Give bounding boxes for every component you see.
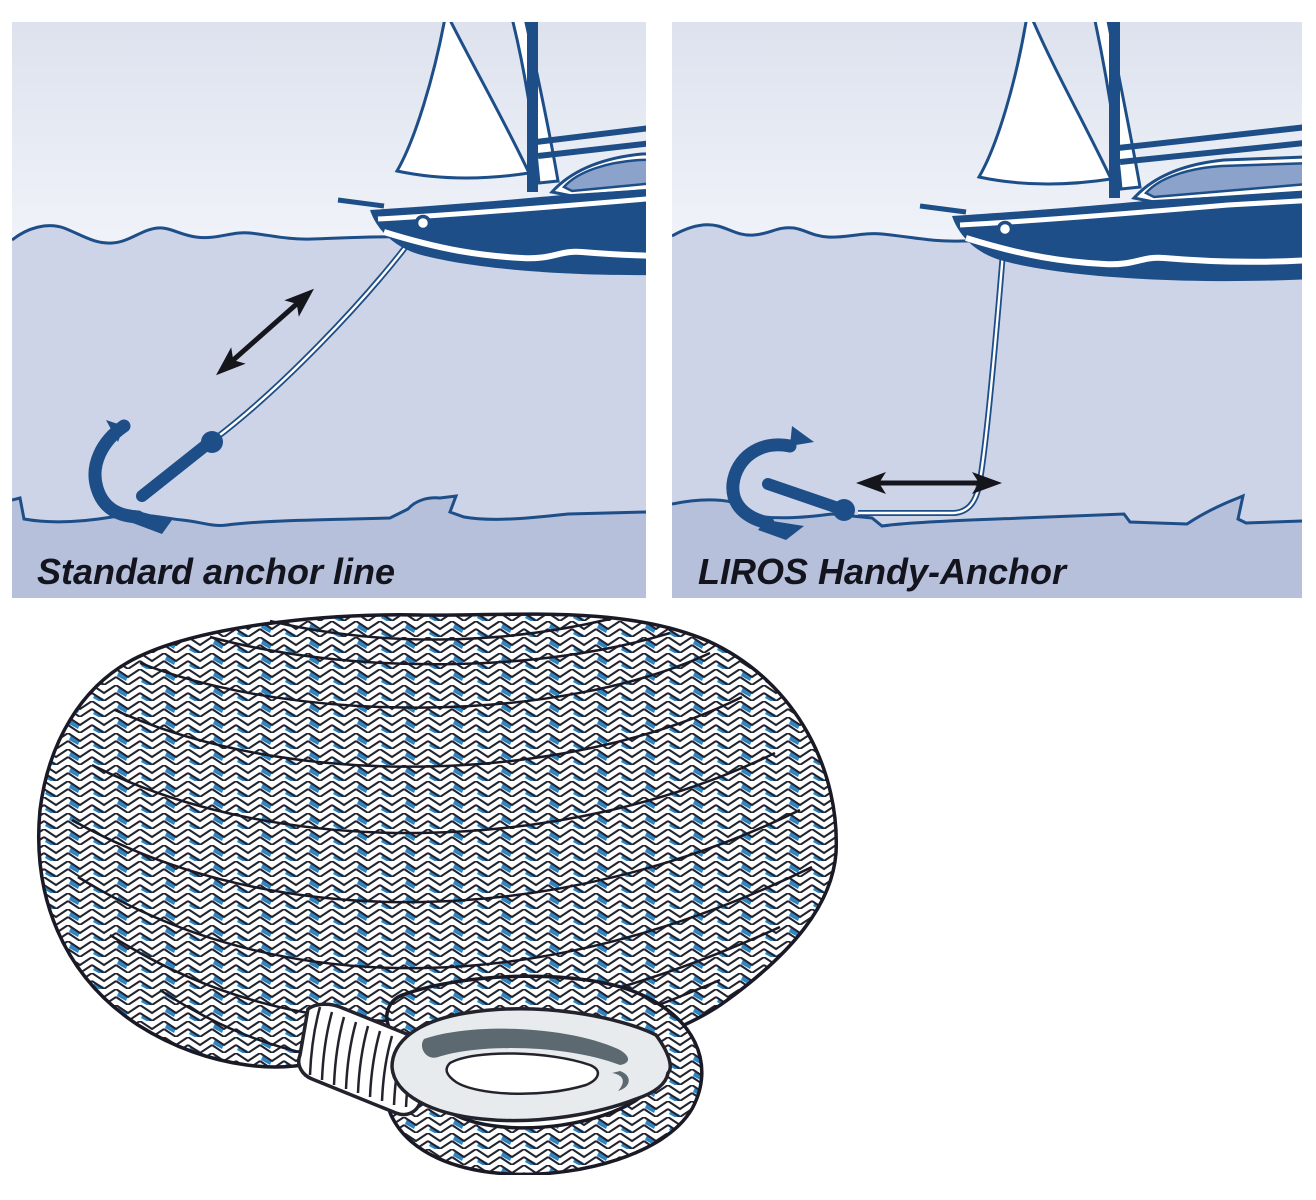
anchor-fluke-tip — [790, 426, 814, 446]
mainsail — [976, 22, 1114, 186]
bow-spar — [337, 197, 385, 209]
anchor-fluke-tip — [758, 520, 804, 540]
boom — [1119, 140, 1302, 165]
anchor-arm — [726, 438, 797, 530]
mast — [1109, 22, 1120, 198]
anchor-shank — [136, 436, 216, 502]
water — [12, 224, 646, 598]
water-surface-line — [12, 224, 646, 245]
bow-spar — [919, 203, 967, 215]
panel-liros-handy-anchor — [672, 22, 1302, 598]
sheer-stripe — [377, 196, 646, 222]
anchor-icon — [726, 426, 855, 540]
anchor-line — [858, 227, 1008, 516]
handy-anchor-scene — [672, 22, 1302, 598]
boom — [535, 125, 646, 145]
cabin-window — [1143, 162, 1302, 199]
anchor-ring — [833, 499, 855, 521]
sailboat-icon — [337, 22, 646, 276]
diagonal-double-arrow-icon — [216, 288, 314, 376]
anchor-icon — [88, 419, 223, 534]
sailboat-icon — [919, 22, 1302, 282]
bow-hawse-hole — [414, 214, 432, 232]
hull-waterline-stripe — [965, 235, 1302, 268]
anchor-ring — [201, 431, 223, 453]
rope-coil-illustration — [37, 612, 838, 1175]
thimble-icon — [390, 1007, 672, 1123]
cabin-window — [561, 158, 646, 193]
boom — [1117, 124, 1302, 151]
water-surface-line — [672, 223, 1302, 243]
anchor-fluke-tip — [106, 420, 124, 442]
anchor-line — [214, 222, 426, 441]
bow-hawse-hole — [996, 220, 1014, 238]
panel-standard-anchor-line — [12, 22, 646, 598]
rope-eye-splice — [297, 974, 704, 1175]
hull-waterline-stripe — [383, 229, 646, 262]
panel-label-handy: LIROS Handy-Anchor — [698, 551, 1067, 592]
anchor-fluke-tip — [130, 510, 172, 534]
mainsail — [394, 22, 532, 180]
panel-label-standard: Standard anchor line — [37, 551, 396, 592]
sheer-stripe — [959, 198, 1302, 228]
anchor-shank — [762, 478, 850, 516]
anchor-arm — [88, 419, 145, 524]
mast — [527, 22, 538, 192]
boom — [537, 140, 646, 159]
standard-anchor-scene — [12, 22, 646, 598]
